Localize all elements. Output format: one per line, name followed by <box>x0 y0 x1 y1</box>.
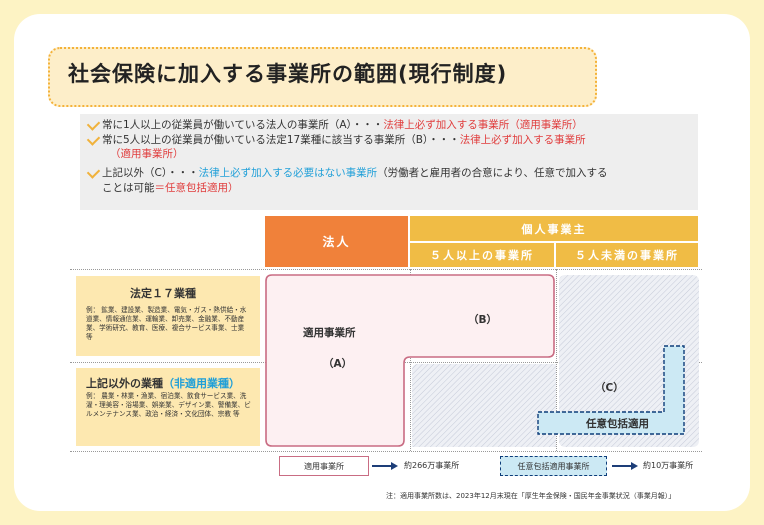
bullet-c-text: 上記以外（C） <box>102 167 168 179</box>
divider-col1 <box>410 269 411 451</box>
row-other-title-text: 上記以外の業種 <box>86 377 163 390</box>
row-other-title: 上記以外の業種（非適用業種） <box>86 375 240 391</box>
bullet-b-text: 常に5人以上の従業員が働いている法定17業種に該当する事業所（B） <box>102 134 429 146</box>
bullet-b-emphasis-2: （適用事業所） <box>110 148 184 160</box>
divider-col2 <box>556 269 557 451</box>
bullet-a-emphasis: 法律上必ず加入する事業所（適用事業所） <box>383 119 583 131</box>
bullet-a-sep: ・・・ <box>351 119 384 131</box>
region-a-label: （A） <box>321 356 355 371</box>
arrow-icon <box>372 462 398 470</box>
header-five-plus: ５人以上の事業所 <box>410 243 554 267</box>
legend-applied: 適用事業所 <box>279 456 369 476</box>
bullet-c-line2: ことは可能＝任意包括適用） <box>102 181 239 195</box>
bullet-panel <box>80 114 698 210</box>
bullet-c: 上記以外（C）・・・法律上必ず加入する必要はない事業所（労働者と雇用者の合意によ… <box>102 166 607 180</box>
region-applied <box>265 274 555 447</box>
region-voluntary-label: 任意包括適用 <box>586 418 649 430</box>
bullet-a-text: 常に1人以上の従業員が働いている法人の事業所（A） <box>102 119 352 131</box>
legend-applied-count: 約266万事業所 <box>404 461 460 470</box>
bullet-c-sep: ・・・ <box>167 167 199 179</box>
bullet-b-emphasis: 法律上必ず加入する事業所 <box>459 134 586 146</box>
header-corporation: 法人 <box>265 216 408 267</box>
bullet-a: 常に1人以上の従業員が働いている法人の事業所（A）・・・法律上必ず加入する事業所… <box>102 118 583 132</box>
row-other-examples: 例： 農業・林業・漁業、宿泊業、飲食サービス業、洗濯・理美容・浴場業、娯楽業、デ… <box>86 392 251 418</box>
region-c-five-plus <box>412 364 556 447</box>
region-c-label: （C） <box>595 382 624 394</box>
row-legal-17-examples: 例： 鉱業、建設業、製造業、電気・ガス・熱供給・水道業、情報通信業、運輸業、卸売… <box>86 306 247 341</box>
divider-top <box>70 269 702 270</box>
bullet-c-emphasis: 法律上必ず加入する必要はない事業所 <box>198 167 378 179</box>
bullet-b: 常に5人以上の従業員が働いている法定17業種に該当する事業所（B）・・・法律上必… <box>102 133 586 147</box>
bullet-b-sep: ・・・ <box>428 134 460 146</box>
legend-voluntary: 任意包括適用事業所 <box>500 456 607 476</box>
bullet-c-emphasis-2: ＝任意包括適用） <box>154 182 239 194</box>
bullet-c-rest: （労働者と雇用者の合意により、任意で加入する <box>377 167 608 179</box>
legend-voluntary-count: 約10万事業所 <box>643 461 694 470</box>
bullet-c-rest2: ことは可能 <box>102 182 155 194</box>
title-frame <box>48 47 597 107</box>
region-applied-label: 適用事業所 <box>303 327 356 339</box>
arrow-icon <box>612 462 638 470</box>
footnote: 注：適用事業所数は、2023年12月末現在「厚生年金保険・国民年金事業状況（事業… <box>386 492 676 500</box>
region-voluntary <box>537 345 685 435</box>
page-title: 社会保険に加入する事業所の範囲(現行制度) <box>68 62 508 86</box>
row-other-title-note: （非適用業種） <box>163 377 240 390</box>
row-legal-17-title: 法定１７業種 <box>130 287 196 300</box>
header-under-five: ５人未満の事業所 <box>556 243 698 267</box>
header-individual: 個人事業主 <box>410 216 698 241</box>
divider-bottom <box>70 451 702 452</box>
region-b-label: （B） <box>468 314 498 326</box>
row-legal-17: 法定１７業種 例： 鉱業、建設業、製造業、電気・ガス・熱供給・水道業、情報通信業… <box>76 276 260 356</box>
row-other-industries: 上記以外の業種（非適用業種） 例： 農業・林業・漁業、宿泊業、飲食サービス業、洗… <box>76 368 260 446</box>
